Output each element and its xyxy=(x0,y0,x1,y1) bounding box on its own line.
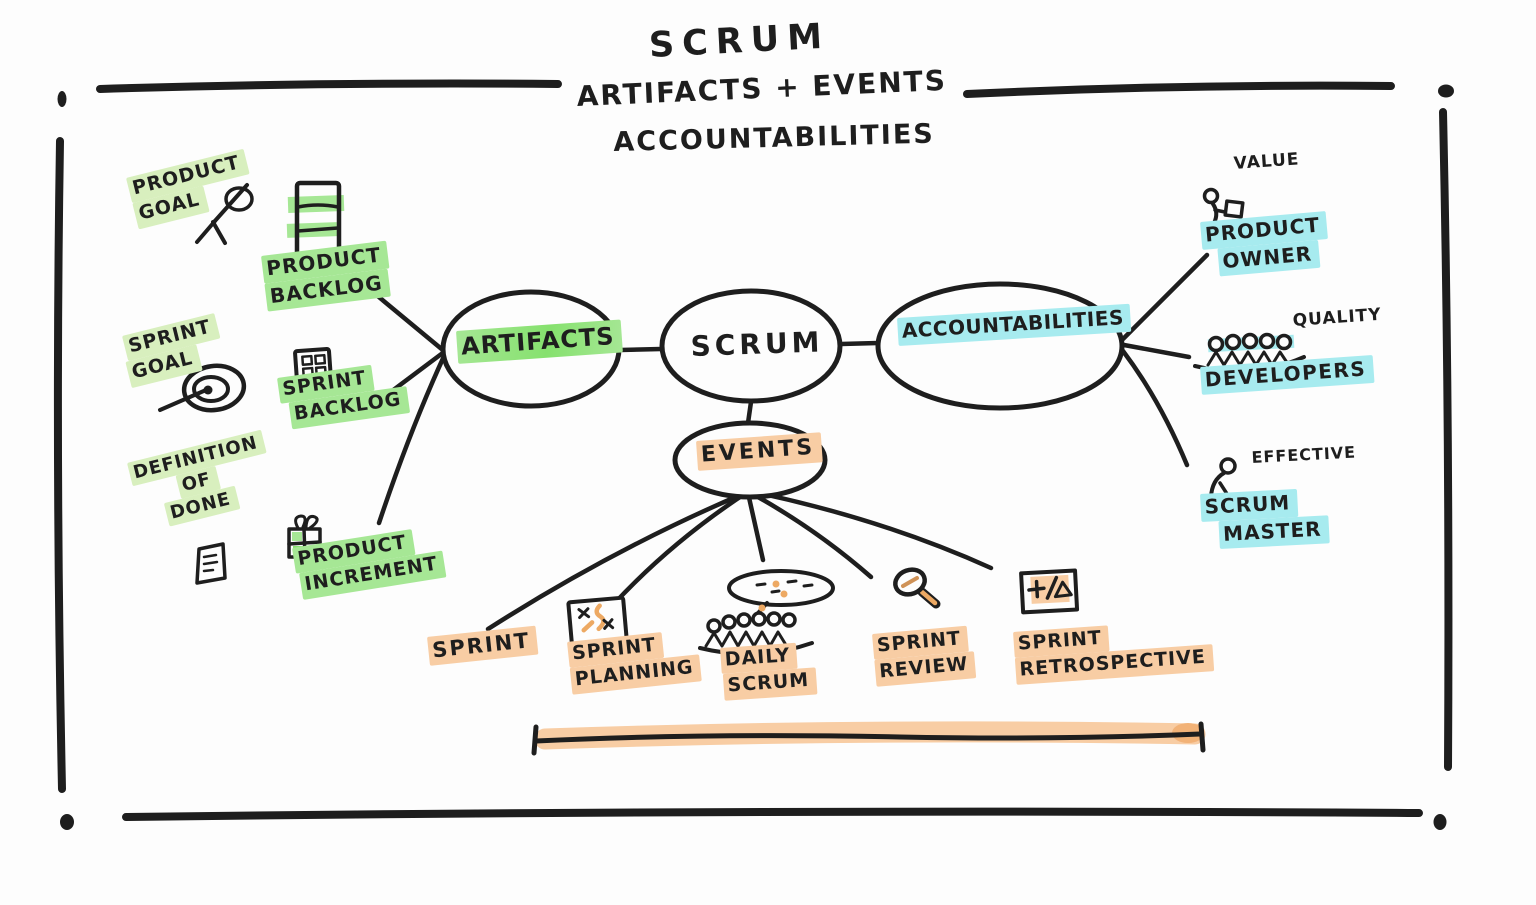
leaning-person-icon xyxy=(1209,457,1237,499)
plus-delta-card-icon xyxy=(1019,568,1080,615)
scrum-node-label: SCRUM xyxy=(690,323,824,365)
frame-corner-dot xyxy=(60,814,74,830)
label-line: VALUE xyxy=(1233,149,1301,174)
accountabilities-node-ellipse xyxy=(875,281,1125,411)
frame-corner-dot xyxy=(1438,84,1454,98)
frame-corner-dot xyxy=(57,91,67,107)
connector-lines xyxy=(365,252,1210,632)
checklist-page-icon xyxy=(195,542,227,585)
flag-icon xyxy=(195,183,254,245)
frame-corner-dot xyxy=(1433,814,1447,830)
label-line: MASTER xyxy=(1218,515,1330,549)
scrum-node-ellipse xyxy=(659,288,843,404)
planning-board-icon xyxy=(566,595,629,647)
value-label: VALUE xyxy=(1233,148,1300,175)
sprint-timeline-bar xyxy=(531,721,1206,756)
magnifier-icon xyxy=(893,567,941,609)
speech-bubble-team-icon xyxy=(698,569,835,656)
stacked-list-icon xyxy=(286,180,345,259)
frame-border xyxy=(53,79,1454,830)
target-icon xyxy=(158,363,247,413)
label-line: SCRUM xyxy=(690,325,825,363)
